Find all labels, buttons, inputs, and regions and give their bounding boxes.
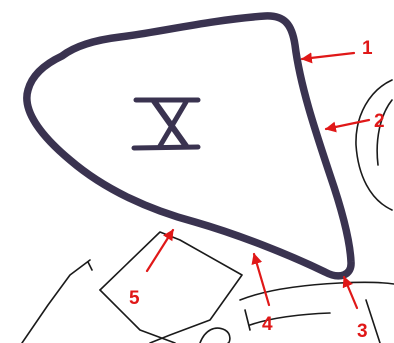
annotation-label-3: 3	[357, 321, 368, 342]
arrow-2	[326, 120, 369, 129]
sketch-right-curve-inner	[377, 100, 392, 165]
annotation-label-1: 1	[362, 38, 373, 59]
sketch-left-tick	[88, 262, 92, 270]
sketch-lower-left-shape	[22, 260, 90, 343]
arrow-4	[254, 254, 269, 305]
sketch-bottom-loop	[200, 328, 230, 343]
annotation-labels: 1 2 3 4 5	[129, 38, 385, 342]
sketch-right-curve	[356, 80, 392, 210]
sketch-bottom-stub	[245, 310, 250, 330]
sketch-lower-polygon	[100, 232, 242, 343]
annotation-label-5: 5	[129, 288, 140, 309]
arrow-1	[302, 53, 354, 59]
annotation-label-2: 2	[374, 111, 385, 132]
sketch-bottom-right-bar	[366, 300, 380, 343]
roman-numeral-x	[134, 100, 198, 148]
arrow-5	[147, 230, 173, 271]
annotation-label-4: 4	[262, 314, 273, 335]
